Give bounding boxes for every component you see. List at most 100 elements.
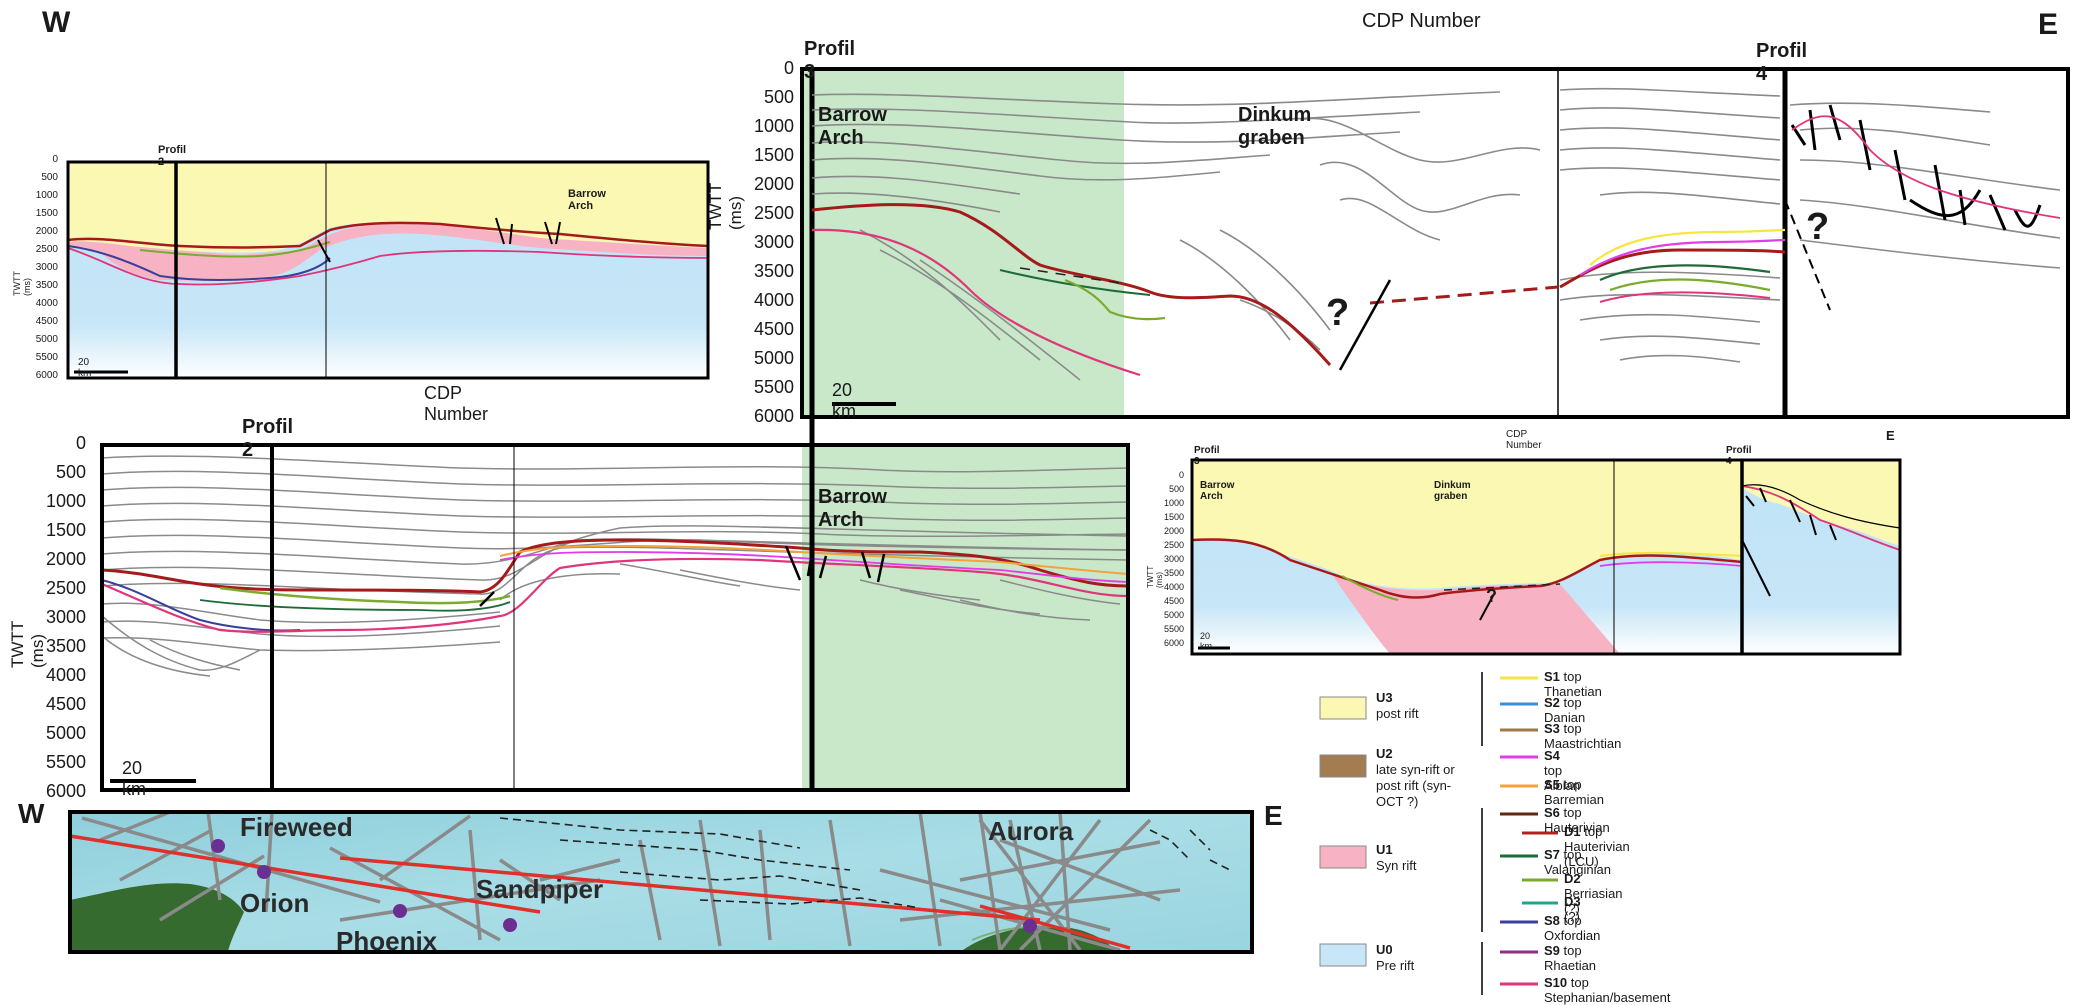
- profil-2-label: Profil 2: [242, 416, 294, 461]
- y-tick: 2000: [35, 226, 58, 237]
- barrow-arch-label: Barrow Arch: [818, 486, 887, 531]
- y-tick: 500: [763, 87, 794, 107]
- unit-code: U3: [1376, 690, 1393, 705]
- legend-surface-s7: S7 top Valanginian: [1544, 847, 1611, 877]
- y-tick: 1000: [35, 190, 58, 201]
- well-label-fireweed: Fireweed: [240, 812, 353, 842]
- scale-bar-label: 20 km: [1200, 631, 1212, 651]
- y-tick: 6000: [35, 370, 58, 381]
- y-tick: 4500: [753, 319, 794, 339]
- dinkum-graben-label: Dinkum graben: [1238, 104, 1312, 149]
- unit-code: U2: [1376, 746, 1393, 761]
- barrow-arch-label-small: Barrow Arch: [568, 188, 606, 212]
- surface-code: D3: [1564, 894, 1581, 909]
- legend-surface-s4: S4 top Albian: [1544, 748, 1580, 793]
- y-tick: 3000: [45, 607, 86, 627]
- y-tick: 3500: [753, 261, 794, 281]
- surface-name: top Barremian: [1544, 777, 1604, 807]
- y-tick: 1500: [753, 145, 794, 165]
- legend-surface-d3: D3 (?): [1564, 894, 1581, 924]
- legend-unit-u1: U1 Syn rift: [1376, 842, 1466, 874]
- question-mark: ?: [1806, 206, 1830, 248]
- surface-name: top Valanginian: [1544, 847, 1611, 877]
- surface-code: S4: [1544, 748, 1560, 763]
- well-label-sandpiper: Sandpiper: [476, 874, 604, 904]
- barrow-arch-label: Barrow Arch: [818, 104, 887, 149]
- y-tick: 5000: [45, 723, 86, 743]
- y-tick: 500: [41, 172, 58, 183]
- surface-name: top Oxfordian: [1544, 913, 1601, 943]
- y-tick: 6000: [753, 406, 794, 426]
- y-tick: 1000: [753, 116, 794, 136]
- dinkum-graben-label-small: Dinkum graben: [1434, 480, 1471, 502]
- y-tick: 5500: [35, 352, 58, 363]
- y-tick: 1000: [1163, 498, 1184, 508]
- east-label: E: [2038, 8, 2059, 41]
- top-cdp-axis-title: CDP Number: [1362, 10, 1481, 32]
- legend-unit-u0: U0 Pre rift: [1376, 942, 1466, 974]
- y-tick: 5500: [1163, 624, 1184, 634]
- unit-desc: Pre rift: [1376, 958, 1415, 973]
- y-tick: 0: [783, 58, 794, 78]
- surface-code: S3: [1544, 721, 1560, 736]
- legend-surface-s2: S2 top Danian: [1544, 695, 1585, 725]
- y-tick: 5500: [45, 752, 86, 772]
- surface-code: S8: [1544, 913, 1560, 928]
- y-tick: 4500: [45, 694, 86, 714]
- scale-bar-label: 20 km: [122, 758, 146, 799]
- y-tick: 1500: [45, 520, 86, 540]
- surface-name: top Thanetian: [1544, 669, 1602, 699]
- y-tick: 3000: [35, 262, 58, 273]
- y-tick: 0: [1178, 470, 1184, 480]
- question-mark: ?: [1486, 586, 1497, 606]
- surface-name: top Hauterivian: [1544, 805, 1610, 835]
- unit-desc: Syn rift: [1376, 858, 1417, 873]
- y-tick: 500: [1168, 484, 1184, 494]
- legend-surface-d1: D1 top Hauterivian (LCU): [1564, 824, 1630, 869]
- well-label-orion: Orion: [240, 888, 310, 918]
- unit-desc: late syn-rift or post rift (syn-OCT ?): [1376, 762, 1455, 809]
- y-tick: 2000: [45, 549, 86, 569]
- scale-bar-label: 20 km: [78, 357, 92, 379]
- y-tick: 1000: [45, 491, 86, 511]
- surface-name: top Albian: [1544, 763, 1581, 793]
- surface-code: S6: [1544, 805, 1560, 820]
- legend-surface-d2: D2 Berriasian (?): [1564, 871, 1623, 916]
- surface-code: D2: [1564, 871, 1581, 886]
- cdp-number-label: CDP Number: [424, 383, 489, 424]
- y-tick: 5500: [753, 377, 794, 397]
- scale-bar-label: 20 km: [832, 380, 856, 421]
- surface-name: top Rhaetian: [1544, 943, 1597, 973]
- y-tick: 0: [52, 154, 58, 165]
- y-tick: 3500: [35, 280, 58, 291]
- y-tick: 3000: [753, 232, 794, 252]
- surface-code: S5: [1544, 777, 1560, 792]
- surface-code: S2: [1544, 695, 1560, 710]
- surface-code: S1: [1544, 669, 1560, 684]
- y-tick: 1500: [35, 208, 58, 219]
- surface-code: S9: [1544, 943, 1560, 958]
- unit-code: U0: [1376, 942, 1393, 957]
- y-tick: 2500: [1163, 540, 1184, 550]
- y-tick: 4000: [753, 290, 794, 310]
- west-label: W: [42, 6, 71, 39]
- y-tick: 2000: [753, 174, 794, 194]
- surface-name: (?): [1564, 909, 1580, 924]
- y-tick: 6000: [1163, 638, 1184, 648]
- question-mark: ?: [1326, 292, 1350, 334]
- legend-surface-s3: S3 top Maastrichtian: [1544, 721, 1621, 751]
- profil-4-label-small: Profil 4: [1726, 445, 1752, 467]
- legend-surface-s9: S9 top Rhaetian: [1544, 943, 1596, 973]
- y-tick: 2000: [1163, 526, 1184, 536]
- y-tick: 0: [75, 433, 86, 453]
- profil-4-label: Profil 4: [1756, 40, 1808, 85]
- y-tick: 4500: [35, 316, 58, 327]
- profil-3-label: Profil 3: [804, 38, 856, 83]
- legend-surface-s5: S5 top Barremian: [1544, 777, 1604, 807]
- y-tick: 3500: [45, 636, 86, 656]
- y-tick: 4000: [45, 665, 86, 685]
